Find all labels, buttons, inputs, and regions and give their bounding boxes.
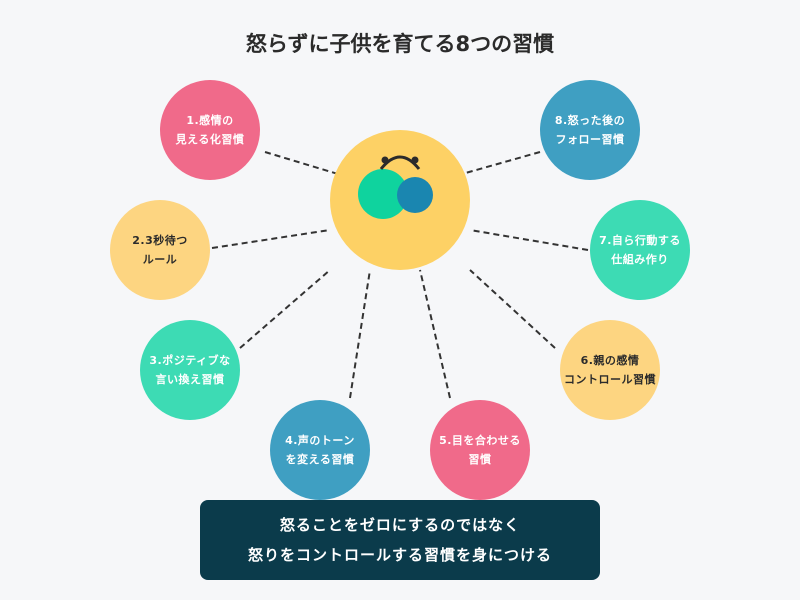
habit-label: 言い換え習慣 [155,373,225,386]
habit-node-6: 6.親の感情コントロール習慣 [560,320,660,420]
habit-label: 5.目を合わせる [439,434,521,447]
connector-3 [239,269,331,349]
habit-label: 習慣 [468,453,492,466]
habit-label: を変える習慣 [285,453,355,466]
habit-label: 4.声のトーン [285,434,355,447]
habit-label: 2.3秒待つ [132,234,188,247]
connector-6 [469,269,556,349]
habit-label: 6.親の感情 [580,354,640,367]
habit-node-8: 8.怒った後のフォロー習慣 [540,80,640,180]
parent-child-icon [358,155,433,219]
habit-node-7: 7.自ら行動する仕組み作り [590,200,690,300]
habit-label: 1.感情の [186,114,234,127]
connector-1 [264,151,339,175]
connector-2 [211,229,331,249]
banner-line-2: 怒りをコントロールする習慣を身につける [247,546,552,564]
banner-line-1: 怒ることをゼロにするのではなく [279,516,521,534]
habit-label: コントロール習慣 [564,373,656,386]
habit-node-4: 4.声のトーンを変える習慣 [270,400,370,500]
habit-node-5: 5.目を合わせる習慣 [430,400,530,500]
connector-7 [469,229,589,251]
diagram-title: 怒らずに子供を育てる8つの習慣 [245,32,555,56]
connector-5 [419,269,451,399]
summary-banner: 怒ることをゼロにするのではなく 怒りをコントロールする習慣を身につける [200,500,600,580]
connector-4 [349,269,371,399]
habit-label: 3.ポジティブな [149,354,231,367]
habit-label: 見える化習慣 [175,133,245,146]
habit-label: 仕組み作り [611,253,669,266]
habit-node-1: 1.感情の見える化習慣 [160,80,260,180]
habit-label: フォロー習慣 [555,133,625,146]
habit-node-2: 2.3秒待つルール [110,200,210,300]
habit-node-3: 3.ポジティブな言い換え習慣 [140,320,240,420]
connector-8 [461,151,541,175]
habit-label: 8.怒った後の [554,114,626,127]
habit-label: 7.自ら行動する [599,234,681,247]
habit-label: ルール [142,253,178,266]
